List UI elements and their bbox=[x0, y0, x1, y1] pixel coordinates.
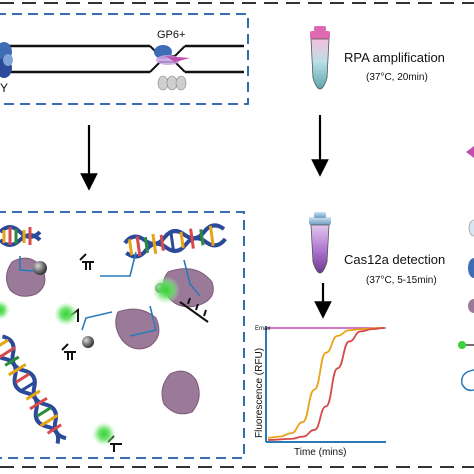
dna-helix-top-right bbox=[123, 223, 227, 259]
cas12a-protein-4 bbox=[161, 370, 200, 415]
fluorescence-chart: Emax Fluorescence (RFU) Time (mins) bbox=[254, 326, 386, 458]
rpa-conditions: (37°C, 20min) bbox=[366, 72, 428, 83]
series-line-1 bbox=[267, 327, 385, 439]
fluorophore-glow bbox=[92, 422, 116, 446]
quencher-ball bbox=[82, 336, 94, 348]
cas12a-tube-icon bbox=[309, 212, 331, 274]
right-edge-icons bbox=[458, 146, 474, 392]
cas12a-title: Cas12a detection bbox=[344, 252, 445, 267]
fluorophore-glow bbox=[54, 302, 78, 326]
y-axis-label: Fluorescence (RFU) bbox=[254, 348, 265, 438]
genome-strands bbox=[0, 44, 244, 74]
cas-complex-icon bbox=[154, 45, 190, 91]
x-axis-label: Time (mins) bbox=[294, 447, 346, 458]
fluorophore-glow bbox=[152, 276, 180, 304]
reaction-box bbox=[0, 211, 245, 459]
genome-box bbox=[0, 13, 249, 105]
dna-helix-top-left bbox=[0, 225, 42, 247]
left-complex-icon bbox=[0, 42, 13, 78]
quencher-ball bbox=[33, 261, 47, 275]
cas12a-protein-3 bbox=[115, 308, 160, 350]
fluorophore-glow bbox=[0, 300, 10, 320]
rpa-title: RPA amplification bbox=[344, 50, 445, 65]
emax-label: Emax bbox=[255, 326, 270, 332]
crrna-lines bbox=[19, 251, 201, 337]
gp6-label: GP6+ bbox=[157, 29, 185, 41]
series-line-2 bbox=[267, 327, 385, 441]
rpa-tube-icon bbox=[310, 26, 330, 90]
y-label: Y bbox=[0, 81, 8, 95]
cas12a-conditions: (37°C, 5-15min) bbox=[366, 275, 437, 286]
dna-helix-bottom-left bbox=[0, 334, 67, 444]
